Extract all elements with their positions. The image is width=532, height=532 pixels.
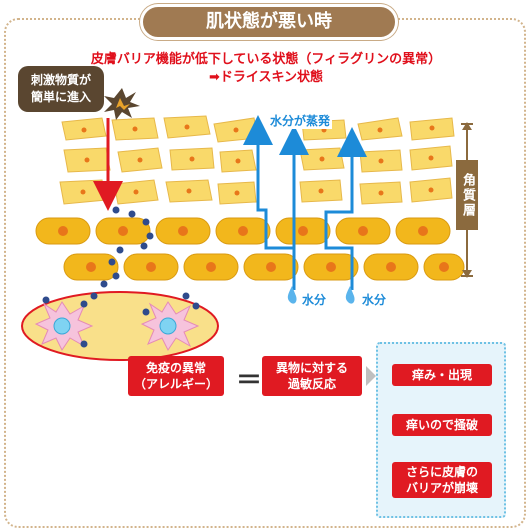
hypersensitivity-box: 異物に対する 過敏反応 (262, 356, 362, 396)
evaporation-label: 水分が蒸発 (268, 112, 333, 129)
water-label: 水分 (362, 293, 387, 307)
lower-layer-cells (35, 217, 465, 281)
immune-label-line2: （アレルギー） (133, 377, 218, 391)
stratum-corneum-label: 角質層 (456, 160, 478, 230)
evaporation-arrows (243, 115, 367, 290)
step-barrier-collapse: さらに皮膚の バリアが崩壊 (392, 462, 492, 498)
step-itch-appears: 痒み・出現 (392, 364, 492, 386)
water-drop-icon (287, 286, 297, 304)
subtitle-line-2: ➡ドライスキン状態 (208, 70, 324, 85)
immune-abnormality-box: 免疫の異常 （アレルギー） (128, 356, 224, 396)
stimulus-label: 刺激物質が簡単に進入 (30, 73, 91, 104)
step-scratching: 痒いので掻破 (392, 414, 492, 436)
immune-label-line1: 免疫の異常 (145, 361, 206, 375)
stimulus-callout: 刺激物質が簡単に進入 (18, 66, 104, 112)
hyper-label-line1: 異物に対する (275, 361, 348, 375)
allergen-particles (42, 206, 200, 348)
page-title: 肌状態が悪い時 (140, 4, 398, 40)
equals-sign: ＝ (236, 366, 263, 396)
hyper-label-line2: 過敏反応 (287, 377, 336, 391)
water-drop-icon (345, 286, 355, 304)
immune-cell-2 (140, 301, 200, 351)
immune-cell-1 (34, 301, 94, 351)
arrow-right-icon (366, 366, 376, 386)
subtitle-line-1: 皮膚バリア機能が低下している状態（フィラグリンの異常） (90, 52, 442, 67)
water-label: 水分 (302, 293, 327, 307)
